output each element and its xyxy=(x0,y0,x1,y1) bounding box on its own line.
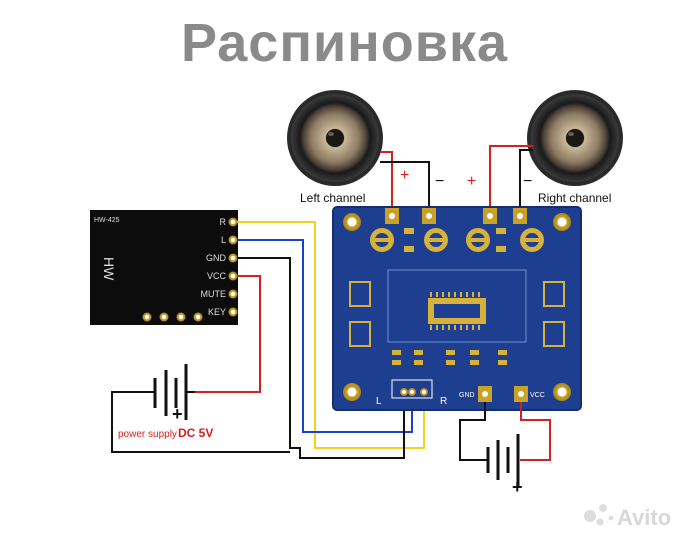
right-minus-sign: − xyxy=(523,173,532,190)
pin-label-vcc: VCC xyxy=(207,271,227,281)
page-title: Распиновка xyxy=(180,13,509,73)
watermark-text: Avito xyxy=(617,505,671,530)
power-supply-battery xyxy=(145,364,195,420)
module-name: HW-425 xyxy=(94,217,120,224)
avito-watermark xyxy=(584,504,614,526)
pin-pad-r xyxy=(228,217,238,227)
pin-label-gnd: GND xyxy=(206,253,227,263)
speaker-wires xyxy=(380,145,533,212)
board-power-wires xyxy=(459,402,551,461)
module-logo: HW xyxy=(101,257,117,281)
board-gnd-label: GND xyxy=(459,392,475,399)
pin-pad-l xyxy=(228,235,238,245)
board-supply-plus-sign: + xyxy=(512,477,523,497)
board-power-battery xyxy=(486,434,520,486)
left-minus-sign: − xyxy=(435,173,444,190)
pin-label-r: R xyxy=(220,217,227,227)
pin-pad-key xyxy=(228,307,238,317)
power-supply-value: DC 5V xyxy=(178,426,213,440)
pin-pad-vcc xyxy=(228,271,238,281)
right-plus-sign: + xyxy=(467,173,476,190)
power-supply-label: power supply xyxy=(118,429,177,440)
pin-label-mute: MUTE xyxy=(201,289,227,299)
pin-label-l: L xyxy=(221,235,226,245)
left-plus-sign: + xyxy=(400,167,409,184)
board-vcc-label: VCC xyxy=(530,392,545,399)
pin-pad-mute xyxy=(228,289,238,299)
speaker-right xyxy=(527,90,623,186)
supply-plus-sign: + xyxy=(172,404,183,424)
board-input-right-label: R xyxy=(440,396,447,407)
speaker-left xyxy=(287,90,383,186)
signal-wires xyxy=(111,221,425,459)
pin-pad-gnd xyxy=(228,253,238,263)
left-channel-label: Left channel xyxy=(300,191,365,205)
bluetooth-module: HW-425 HW R L GND VCC MUTE KEY xyxy=(90,210,238,325)
right-channel-label: Right channel xyxy=(538,191,611,205)
board-input-left-label: L xyxy=(376,396,382,407)
pin-label-key: KEY xyxy=(208,307,226,317)
amplifier-board xyxy=(332,206,582,411)
